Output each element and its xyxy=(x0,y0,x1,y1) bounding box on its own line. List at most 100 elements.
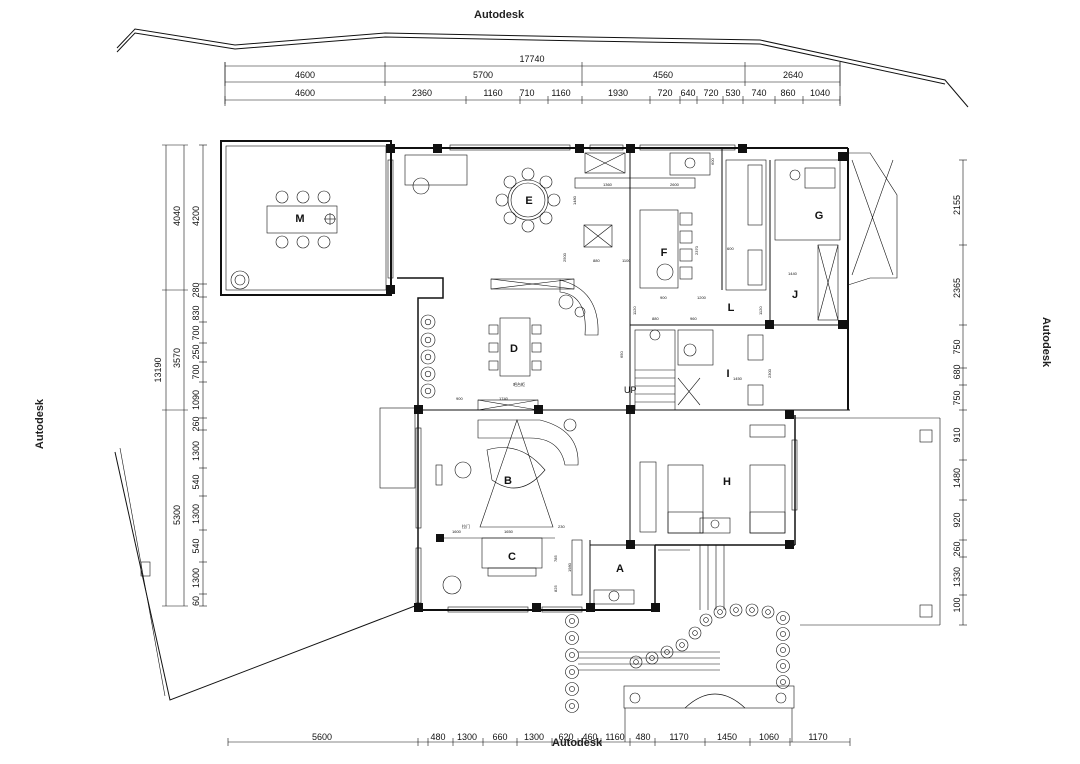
planter-pot-inner xyxy=(749,607,755,613)
note-bar-cabinet: 吧台柜 xyxy=(513,381,525,387)
room-label-m: M xyxy=(295,213,304,225)
planter-pot xyxy=(420,349,436,365)
dim-left-inner-3: 700 xyxy=(191,325,201,340)
planter-pot-inner xyxy=(569,669,575,675)
dim-top-r1-0: 4600 xyxy=(295,70,315,80)
room-e-dining: E xyxy=(404,154,561,233)
stair-up-label: UP xyxy=(624,385,637,395)
planter-pot xyxy=(688,626,702,640)
dim-left-inner-5: 700 xyxy=(191,364,201,379)
planter-pot xyxy=(420,366,436,382)
planter-pot-inner xyxy=(569,618,575,624)
room-c: C xyxy=(440,537,583,596)
dim-bottom-11: 1060 xyxy=(759,732,779,742)
planter-pot xyxy=(629,655,643,669)
planter-pot-inner xyxy=(569,652,575,658)
dim-left-inner-11: 540 xyxy=(191,538,201,553)
dim-int-5: 2370 xyxy=(694,245,699,255)
dim-int-9: 960 xyxy=(690,316,697,321)
planter-pot xyxy=(776,627,790,641)
dim-top-r2-0: 4600 xyxy=(295,88,315,98)
interior-dimensions: 1360 2600 1480 880 1100 2370 900 1200 11… xyxy=(452,158,798,592)
dim-left-inner-10: 1300 xyxy=(191,504,201,524)
planter-pot xyxy=(565,665,579,679)
dim-bottom-12: 1170 xyxy=(808,732,827,742)
dim-int-11: 600 xyxy=(727,246,734,251)
dim-left-inner-0: 4200 xyxy=(191,206,201,226)
room-label-j: J xyxy=(792,289,798,301)
planter-pot-inner xyxy=(424,353,432,361)
dim-left-outer-0: 4040 xyxy=(172,206,182,226)
planter-pot-inner xyxy=(692,630,698,636)
dim-left: 13190 4040 3570 5300 4200 280 830 700 25… xyxy=(153,144,207,607)
dim-bottom-5: 620 xyxy=(558,732,573,742)
room-i-bath: UP I xyxy=(624,329,764,411)
dim-right-6: 1480 xyxy=(952,468,962,488)
dim-right: 2155 2365 750 680 750 910 1480 920 260 1… xyxy=(952,159,967,626)
dim-int-21: 230 xyxy=(558,524,565,529)
dim-top-r1-1: 5700 xyxy=(473,70,493,80)
dim-top-r2-7: 640 xyxy=(680,88,695,98)
planter-pot-inner xyxy=(424,370,432,378)
dim-left-inner-12: 1300 xyxy=(191,568,201,588)
dim-int-16: 2300 xyxy=(767,368,772,378)
dim-top-r2-11: 860 xyxy=(780,88,795,98)
structural-columns xyxy=(386,144,847,612)
front-planters xyxy=(565,603,790,713)
planter-pot xyxy=(420,314,436,330)
planter-pot xyxy=(776,659,790,673)
building-walls xyxy=(390,147,850,611)
planter-pot-inner xyxy=(780,615,786,621)
planter-pot xyxy=(565,631,579,645)
planter-pot xyxy=(420,332,436,348)
planter-pot-inner xyxy=(679,642,685,648)
dim-int-12: 1440 xyxy=(788,271,798,276)
dim-bottom-4: 1300 xyxy=(524,732,544,742)
planter-pot xyxy=(713,605,727,619)
planter-pot-inner xyxy=(780,663,786,669)
dim-top-r1-3: 2640 xyxy=(783,70,803,80)
dim-bottom-3: 660 xyxy=(492,732,507,742)
watermark-top: Autodesk xyxy=(474,9,525,21)
dim-bottom-6: 460 xyxy=(582,732,597,742)
dim-right-10: 100 xyxy=(952,597,962,612)
room-label-i: I xyxy=(726,368,729,380)
dim-int-23: 1980 xyxy=(567,562,572,572)
dim-top-r2-4: 1160 xyxy=(551,88,570,98)
dim-int-4: 1100 xyxy=(622,258,631,263)
dim-left-outer-1: 3570 xyxy=(172,348,182,368)
dim-right-1: 2365 xyxy=(952,278,962,298)
dim-int-19: 1650 xyxy=(504,529,514,534)
dim-right-3: 680 xyxy=(952,364,962,379)
deck-right xyxy=(795,417,941,626)
dim-top-total: 17740 xyxy=(519,54,544,64)
planter-pot xyxy=(565,614,579,628)
dim-left-total: 13190 xyxy=(153,357,163,382)
windows xyxy=(387,144,798,613)
dim-int-24: 825 xyxy=(553,585,558,592)
room-d-dining: D xyxy=(488,278,599,377)
dim-bottom-8: 480 xyxy=(635,732,650,742)
dim-left-outer-2: 5300 xyxy=(172,505,182,525)
dim-bottom: 5600 480 1300 660 1300 620 460 1160 480 … xyxy=(227,732,851,746)
dim-int-0: 1360 xyxy=(603,182,613,187)
planter-pot xyxy=(420,383,436,399)
planter-pot-inner xyxy=(569,703,575,709)
room-label-e: E xyxy=(525,195,532,207)
dim-int-14: 2500 xyxy=(562,252,567,262)
dim-bottom-9: 1170 xyxy=(669,732,688,742)
dim-int-13: 1120 xyxy=(758,306,763,315)
dim-top-r2-3: 710 xyxy=(519,88,534,98)
planter-pot-inner xyxy=(424,387,432,395)
planter-pot-inner xyxy=(733,607,739,613)
planter-pot-inner xyxy=(780,679,786,685)
dim-int-15: 1450 xyxy=(733,376,743,381)
room-f-kitchen: F L xyxy=(574,152,767,314)
dim-top-r2-8: 720 xyxy=(703,88,718,98)
planter-pot xyxy=(675,638,689,652)
dim-bottom-2: 1300 xyxy=(457,732,477,742)
dim-right-0: 2155 xyxy=(952,195,962,215)
dim-int-1: 2600 xyxy=(670,182,680,187)
dim-top-r2-12: 1040 xyxy=(810,88,830,98)
dim-top-r2-10: 740 xyxy=(751,88,766,98)
